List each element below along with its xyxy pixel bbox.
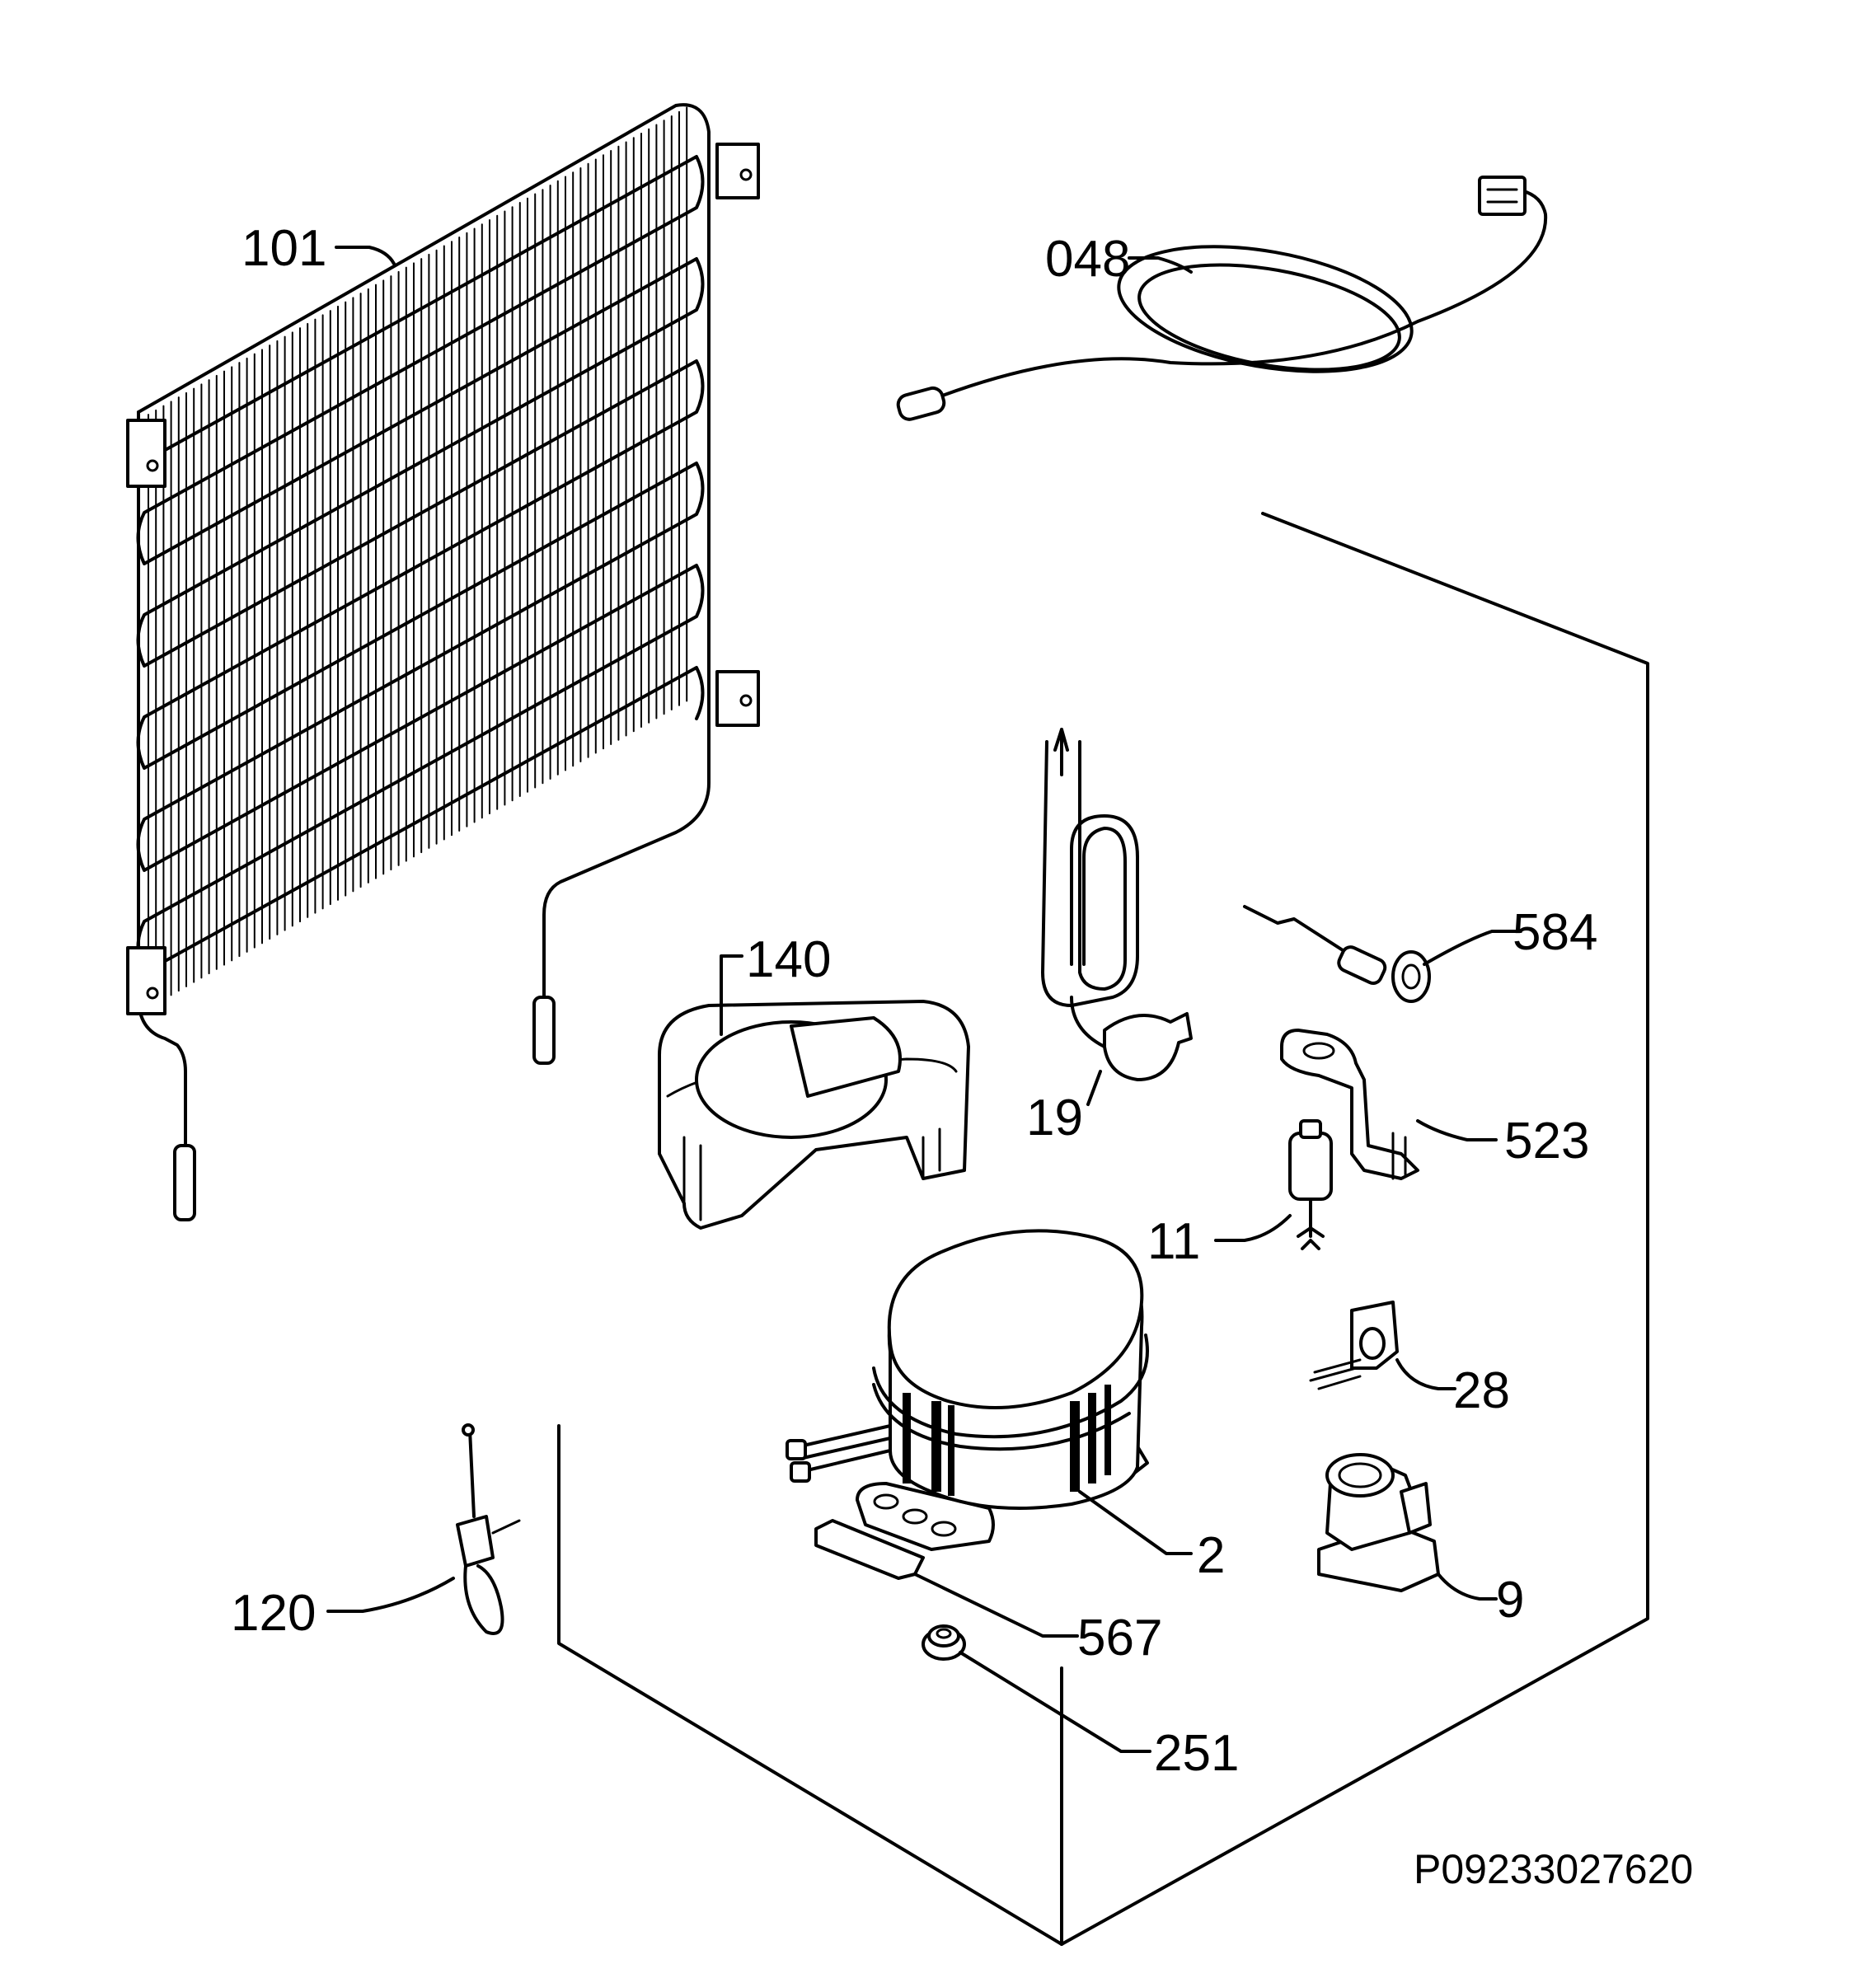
drip-tray-140 bbox=[658, 1000, 970, 1230]
relay-part-11 bbox=[1288, 1119, 1333, 1250]
callout-labels: 101 048 140 19 584 523 11 28 2 9 120 567… bbox=[231, 220, 1597, 1782]
callout-9: 9 bbox=[1496, 1572, 1524, 1629]
capillary-sensor-120 bbox=[456, 1423, 521, 1635]
leader-lines bbox=[326, 246, 1522, 1753]
callout-19: 19 bbox=[1026, 1090, 1083, 1146]
compressor-2 bbox=[786, 1229, 1149, 1580]
start-relay-9 bbox=[1317, 1453, 1440, 1592]
clip-28 bbox=[1309, 1301, 1399, 1390]
callout-048: 048 bbox=[1045, 231, 1130, 288]
callout-251: 251 bbox=[1154, 1725, 1239, 1782]
callout-28: 28 bbox=[1453, 1362, 1510, 1419]
grommet-251 bbox=[922, 1624, 966, 1661]
document-code: P09233027620 bbox=[1414, 1846, 1693, 1892]
callout-523: 523 bbox=[1504, 1113, 1589, 1169]
callout-567: 567 bbox=[1077, 1610, 1162, 1666]
cabinet-outline bbox=[557, 512, 1649, 1946]
callout-11: 11 bbox=[1147, 1213, 1200, 1270]
callout-140: 140 bbox=[746, 931, 831, 988]
sensor-cable-048 bbox=[896, 176, 1548, 421]
condenser-101 bbox=[126, 103, 760, 1221]
thermostat-probe-584 bbox=[1243, 905, 1431, 1003]
callout-101: 101 bbox=[242, 220, 326, 277]
callout-584: 584 bbox=[1513, 904, 1597, 961]
bracket-523 bbox=[1280, 1029, 1419, 1180]
callout-120: 120 bbox=[231, 1585, 316, 1642]
power-cord-19 bbox=[1041, 728, 1193, 1081]
callout-2: 2 bbox=[1197, 1527, 1225, 1584]
